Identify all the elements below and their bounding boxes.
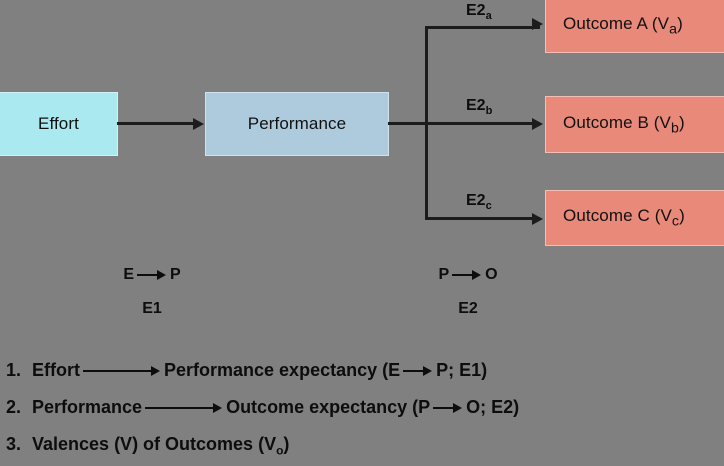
arrow-right-icon xyxy=(137,269,167,280)
node-outcome-c: Outcome C (Vc) xyxy=(545,190,724,246)
outcome-c-subscript: c xyxy=(671,213,680,230)
arrowhead-outcome-b-icon xyxy=(532,118,543,130)
notation-right-code: E2 xyxy=(458,300,478,317)
arrow-right-icon xyxy=(452,269,482,280)
legend-item-3-number: 3. xyxy=(6,434,22,454)
connector-branch-outcome-a xyxy=(425,26,540,29)
connector-branch-outcome-c xyxy=(425,217,540,220)
connector-performance-junction xyxy=(388,122,428,125)
outcome-a-subscript: a xyxy=(669,21,678,38)
arrow-right-icon xyxy=(403,366,433,377)
outcome-b-subscript: b xyxy=(670,120,679,137)
arrow-right-icon xyxy=(433,403,463,414)
node-outcome-b-label: Outcome B (Vb) xyxy=(563,112,685,137)
edge-label-e2a: E2a xyxy=(466,2,492,23)
connector-branch-outcome-b xyxy=(425,122,540,125)
node-outcome-c-label: Outcome C (Vc) xyxy=(563,206,685,230)
arrowhead-effort-performance-icon xyxy=(193,118,204,130)
legend-item-3: 3. Valences (V) of Outcomes (Vo) xyxy=(6,434,718,466)
node-effort: Effort xyxy=(0,92,118,156)
node-performance: Performance xyxy=(205,92,389,156)
node-performance-label: Performance xyxy=(247,114,347,133)
notation-left-code: E1 xyxy=(142,300,162,317)
arrowhead-outcome-c-icon xyxy=(532,213,543,225)
arrowhead-outcome-a-icon xyxy=(532,18,543,30)
legend-item-3-text: Valences (V) of Outcomes (Vo) xyxy=(32,434,290,458)
connector-effort-performance xyxy=(117,122,196,125)
node-outcome-b: Outcome B (Vb) xyxy=(545,96,724,153)
arrow-right-icon xyxy=(83,366,161,377)
legend-item-2-number: 2. xyxy=(6,397,22,417)
node-outcome-a: Outcome A (Va) xyxy=(545,0,724,53)
arrow-right-icon xyxy=(145,403,223,414)
node-effort-label: Effort xyxy=(38,114,79,133)
node-outcome-a-label: Outcome A (Va) xyxy=(563,14,683,38)
legend-item-1-number: 1. xyxy=(6,360,22,380)
edge-label-e2c: E2c xyxy=(466,192,492,213)
edge-label-e2b: E2b xyxy=(466,97,493,118)
